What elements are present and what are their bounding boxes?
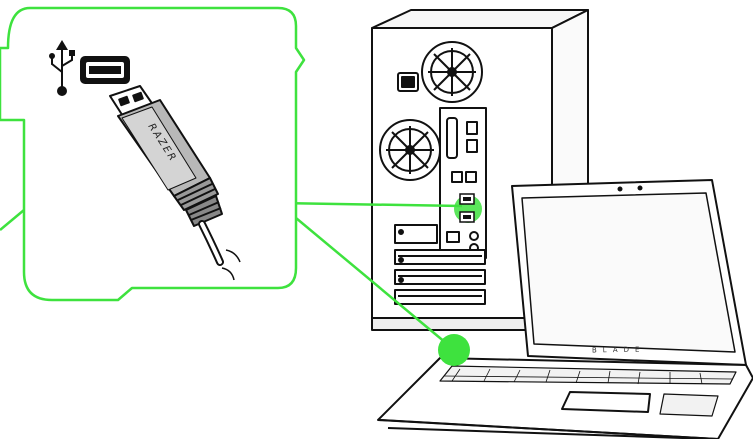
usb-type-a-port-icon [80, 56, 130, 84]
usb-plug-illustration: RAZER [109, 85, 241, 281]
laptop-brand-text: BLADE [592, 346, 646, 355]
io-panel [439, 107, 487, 259]
laptop-usb-port-highlight [438, 334, 470, 366]
desktop-tower [371, 9, 589, 331]
expansion-slots [394, 224, 486, 305]
callout-leader-lines [277, 201, 463, 349]
tower-fan-top [421, 41, 483, 103]
usb-trident-icon [49, 40, 75, 96]
laptop-keyboard [443, 368, 733, 385]
tower-fan-bottom [379, 119, 441, 181]
laptop: BLADE [377, 179, 753, 439]
laptop-trackpad [561, 391, 651, 413]
desktop-usb-port-highlight [454, 193, 482, 223]
